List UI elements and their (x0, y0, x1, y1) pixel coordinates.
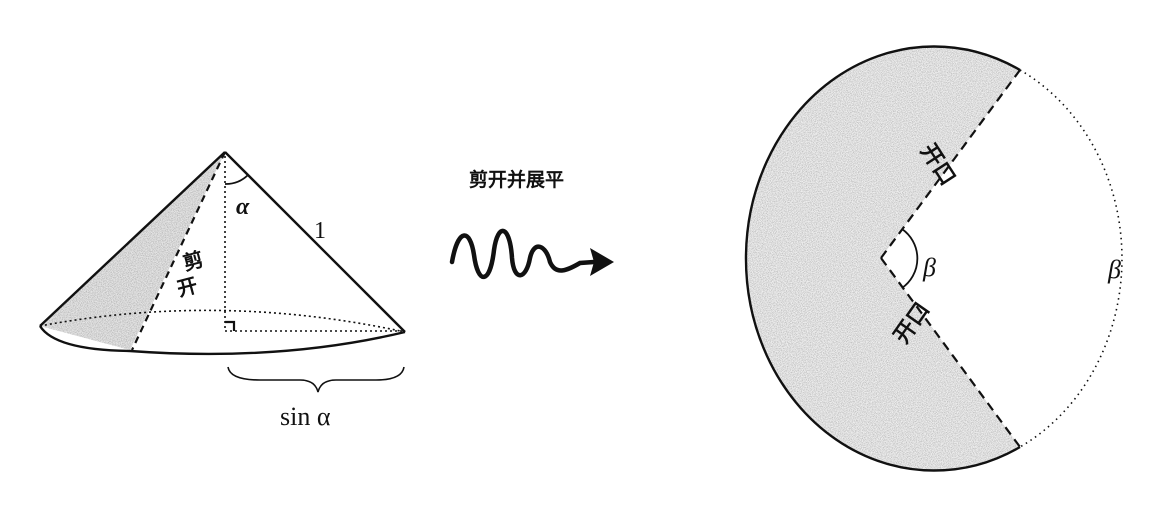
cone-right-slant-edge (224, 151, 406, 333)
radius-brace (227, 366, 405, 393)
cone-left-slant-edge (39, 151, 226, 327)
radius-label: sin α (280, 402, 331, 431)
alpha-label: α (236, 194, 250, 220)
sector-shading (745, 46, 1020, 471)
right-angle-mark (225, 320, 236, 331)
beta-angle-arc (901, 228, 919, 289)
slant-length-label: 1 (314, 218, 326, 244)
wavy-arrow-shaft (449, 228, 597, 280)
gap-arc-dotted (1019, 69, 1123, 448)
upper-cut-edge (880, 69, 1021, 259)
cone-cut-line (131, 151, 226, 351)
arrow-head (590, 248, 614, 276)
transition-arrow: 剪开并展平 (449, 168, 614, 280)
cut-label-top: 剪 (180, 247, 206, 275)
inner-beta-label: β (922, 253, 936, 282)
outer-beta-label: β (1107, 255, 1121, 284)
cone-base-front-arc (38, 325, 406, 356)
lower-cut-edge (880, 257, 1021, 448)
unfolded-sector-figure: 开口 开口 β β (744, 45, 1123, 472)
alpha-angle-arc (224, 174, 249, 185)
cone-figure: α 1 剪 开 sin α (38, 151, 406, 431)
cut-label-bottom: 开 (174, 273, 200, 301)
transition-caption: 剪开并展平 (469, 168, 564, 191)
sector-outer-arc (744, 45, 1021, 472)
